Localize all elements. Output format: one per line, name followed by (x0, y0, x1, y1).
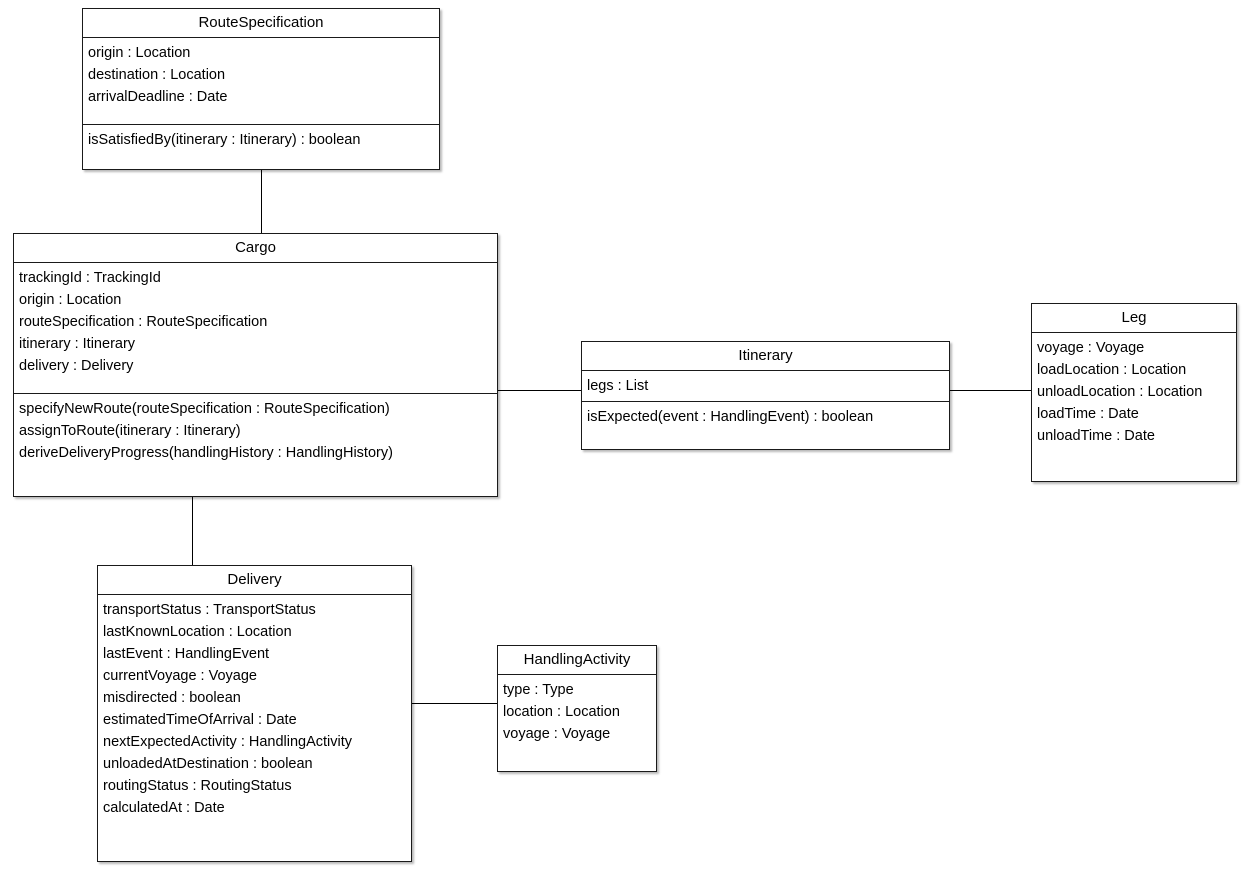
association-delivery-handlingactivity[interactable] (412, 703, 497, 704)
operation-row: isSatisfiedBy(itinerary : Itinerary) : b… (88, 132, 361, 148)
operation-row: specifyNewRoute(routeSpecification : Rou… (19, 401, 390, 417)
class-title-routespecification: RouteSpecification (198, 14, 324, 31)
attribute-row: voyage : Voyage (1037, 340, 1145, 356)
attribute-row: lastEvent : HandlingEvent (103, 646, 270, 662)
attribute-row: type : Type (503, 682, 574, 698)
attribute-row: loadTime : Date (1037, 406, 1139, 422)
attribute-row: itinerary : Itinerary (19, 336, 136, 352)
class-box-handlingactivity[interactable]: HandlingActivity type : Type location : … (497, 645, 657, 772)
attribute-row: unloadTime : Date (1037, 428, 1155, 444)
attribute-row: calculatedAt : Date (103, 800, 225, 816)
class-box-leg[interactable]: Leg voyage : Voyage loadLocation : Locat… (1031, 303, 1237, 482)
operations-compartment: isExpected(event : HandlingEvent) : bool… (582, 401, 949, 434)
class-title-leg: Leg (1121, 309, 1147, 326)
attributes-compartment: voyage : Voyage loadLocation : Location … (1032, 332, 1236, 453)
class-name-compartment: HandlingActivity (498, 646, 656, 674)
attribute-row: unloadedAtDestination : boolean (103, 756, 313, 772)
attribute-row: routingStatus : RoutingStatus (103, 778, 292, 794)
attribute-row: location : Location (503, 704, 620, 720)
attributes-compartment: transportStatus : TransportStatus lastKn… (98, 594, 411, 825)
operation-row: isExpected(event : HandlingEvent) : bool… (587, 409, 874, 425)
class-name-compartment: RouteSpecification (83, 9, 439, 37)
attribute-row: trackingId : TrackingId (19, 270, 161, 286)
class-box-routespecification[interactable]: RouteSpecification origin : Location des… (82, 8, 440, 170)
attribute-row: currentVoyage : Voyage (103, 668, 257, 684)
class-name-compartment: Cargo (14, 234, 497, 262)
attribute-row: lastKnownLocation : Location (103, 624, 292, 640)
attribute-row: legs : List (587, 378, 649, 394)
operations-compartment: isSatisfiedBy(itinerary : Itinerary) : b… (83, 124, 439, 157)
attribute-row: nextExpectedActivity : HandlingActivity (103, 734, 353, 750)
attributes-compartment: type : Type location : Location voyage :… (498, 674, 656, 751)
attribute-row: routeSpecification : RouteSpecification (19, 314, 268, 330)
attribute-row: destination : Location (88, 67, 226, 83)
class-name-compartment: Leg (1032, 304, 1236, 332)
attribute-row: arrivalDeadline : Date (88, 89, 228, 105)
attribute-row: loadLocation : Location (1037, 362, 1187, 378)
class-title-cargo: Cargo (235, 239, 276, 256)
operation-row: deriveDeliveryProgress(handlingHistory :… (19, 445, 393, 461)
class-box-delivery[interactable]: Delivery transportStatus : TransportStat… (97, 565, 412, 862)
operation-row: assignToRoute(itinerary : Itinerary) (19, 423, 241, 439)
attribute-row: origin : Location (88, 45, 191, 61)
attributes-compartment: legs : List (582, 370, 949, 401)
attribute-row: estimatedTimeOfArrival : Date (103, 712, 297, 728)
attribute-row: delivery : Delivery (19, 358, 134, 374)
class-title-handlingactivity: HandlingActivity (523, 651, 631, 668)
class-name-compartment: Itinerary (582, 342, 949, 370)
class-box-itinerary[interactable]: Itinerary legs : List isExpected(event :… (581, 341, 950, 450)
association-cargo-itinerary[interactable] (498, 390, 581, 391)
attribute-row: unloadLocation : Location (1037, 384, 1203, 400)
attributes-compartment: trackingId : TrackingId origin : Locatio… (14, 262, 497, 393)
operations-compartment: specifyNewRoute(routeSpecification : Rou… (14, 393, 497, 470)
class-name-compartment: Delivery (98, 566, 411, 594)
attributes-compartment: origin : Location destination : Location… (83, 37, 439, 124)
attribute-row: transportStatus : TransportStatus (103, 602, 316, 618)
class-title-delivery: Delivery (227, 571, 282, 588)
attribute-row: voyage : Voyage (503, 726, 611, 742)
class-box-cargo[interactable]: Cargo trackingId : TrackingId origin : L… (13, 233, 498, 497)
attribute-row: misdirected : boolean (103, 690, 241, 706)
association-itinerary-leg[interactable] (950, 390, 1031, 391)
association-routespecification-cargo[interactable] (261, 170, 262, 233)
association-cargo-delivery[interactable] (192, 497, 193, 565)
class-title-itinerary: Itinerary (738, 347, 793, 364)
attribute-row: origin : Location (19, 292, 122, 308)
